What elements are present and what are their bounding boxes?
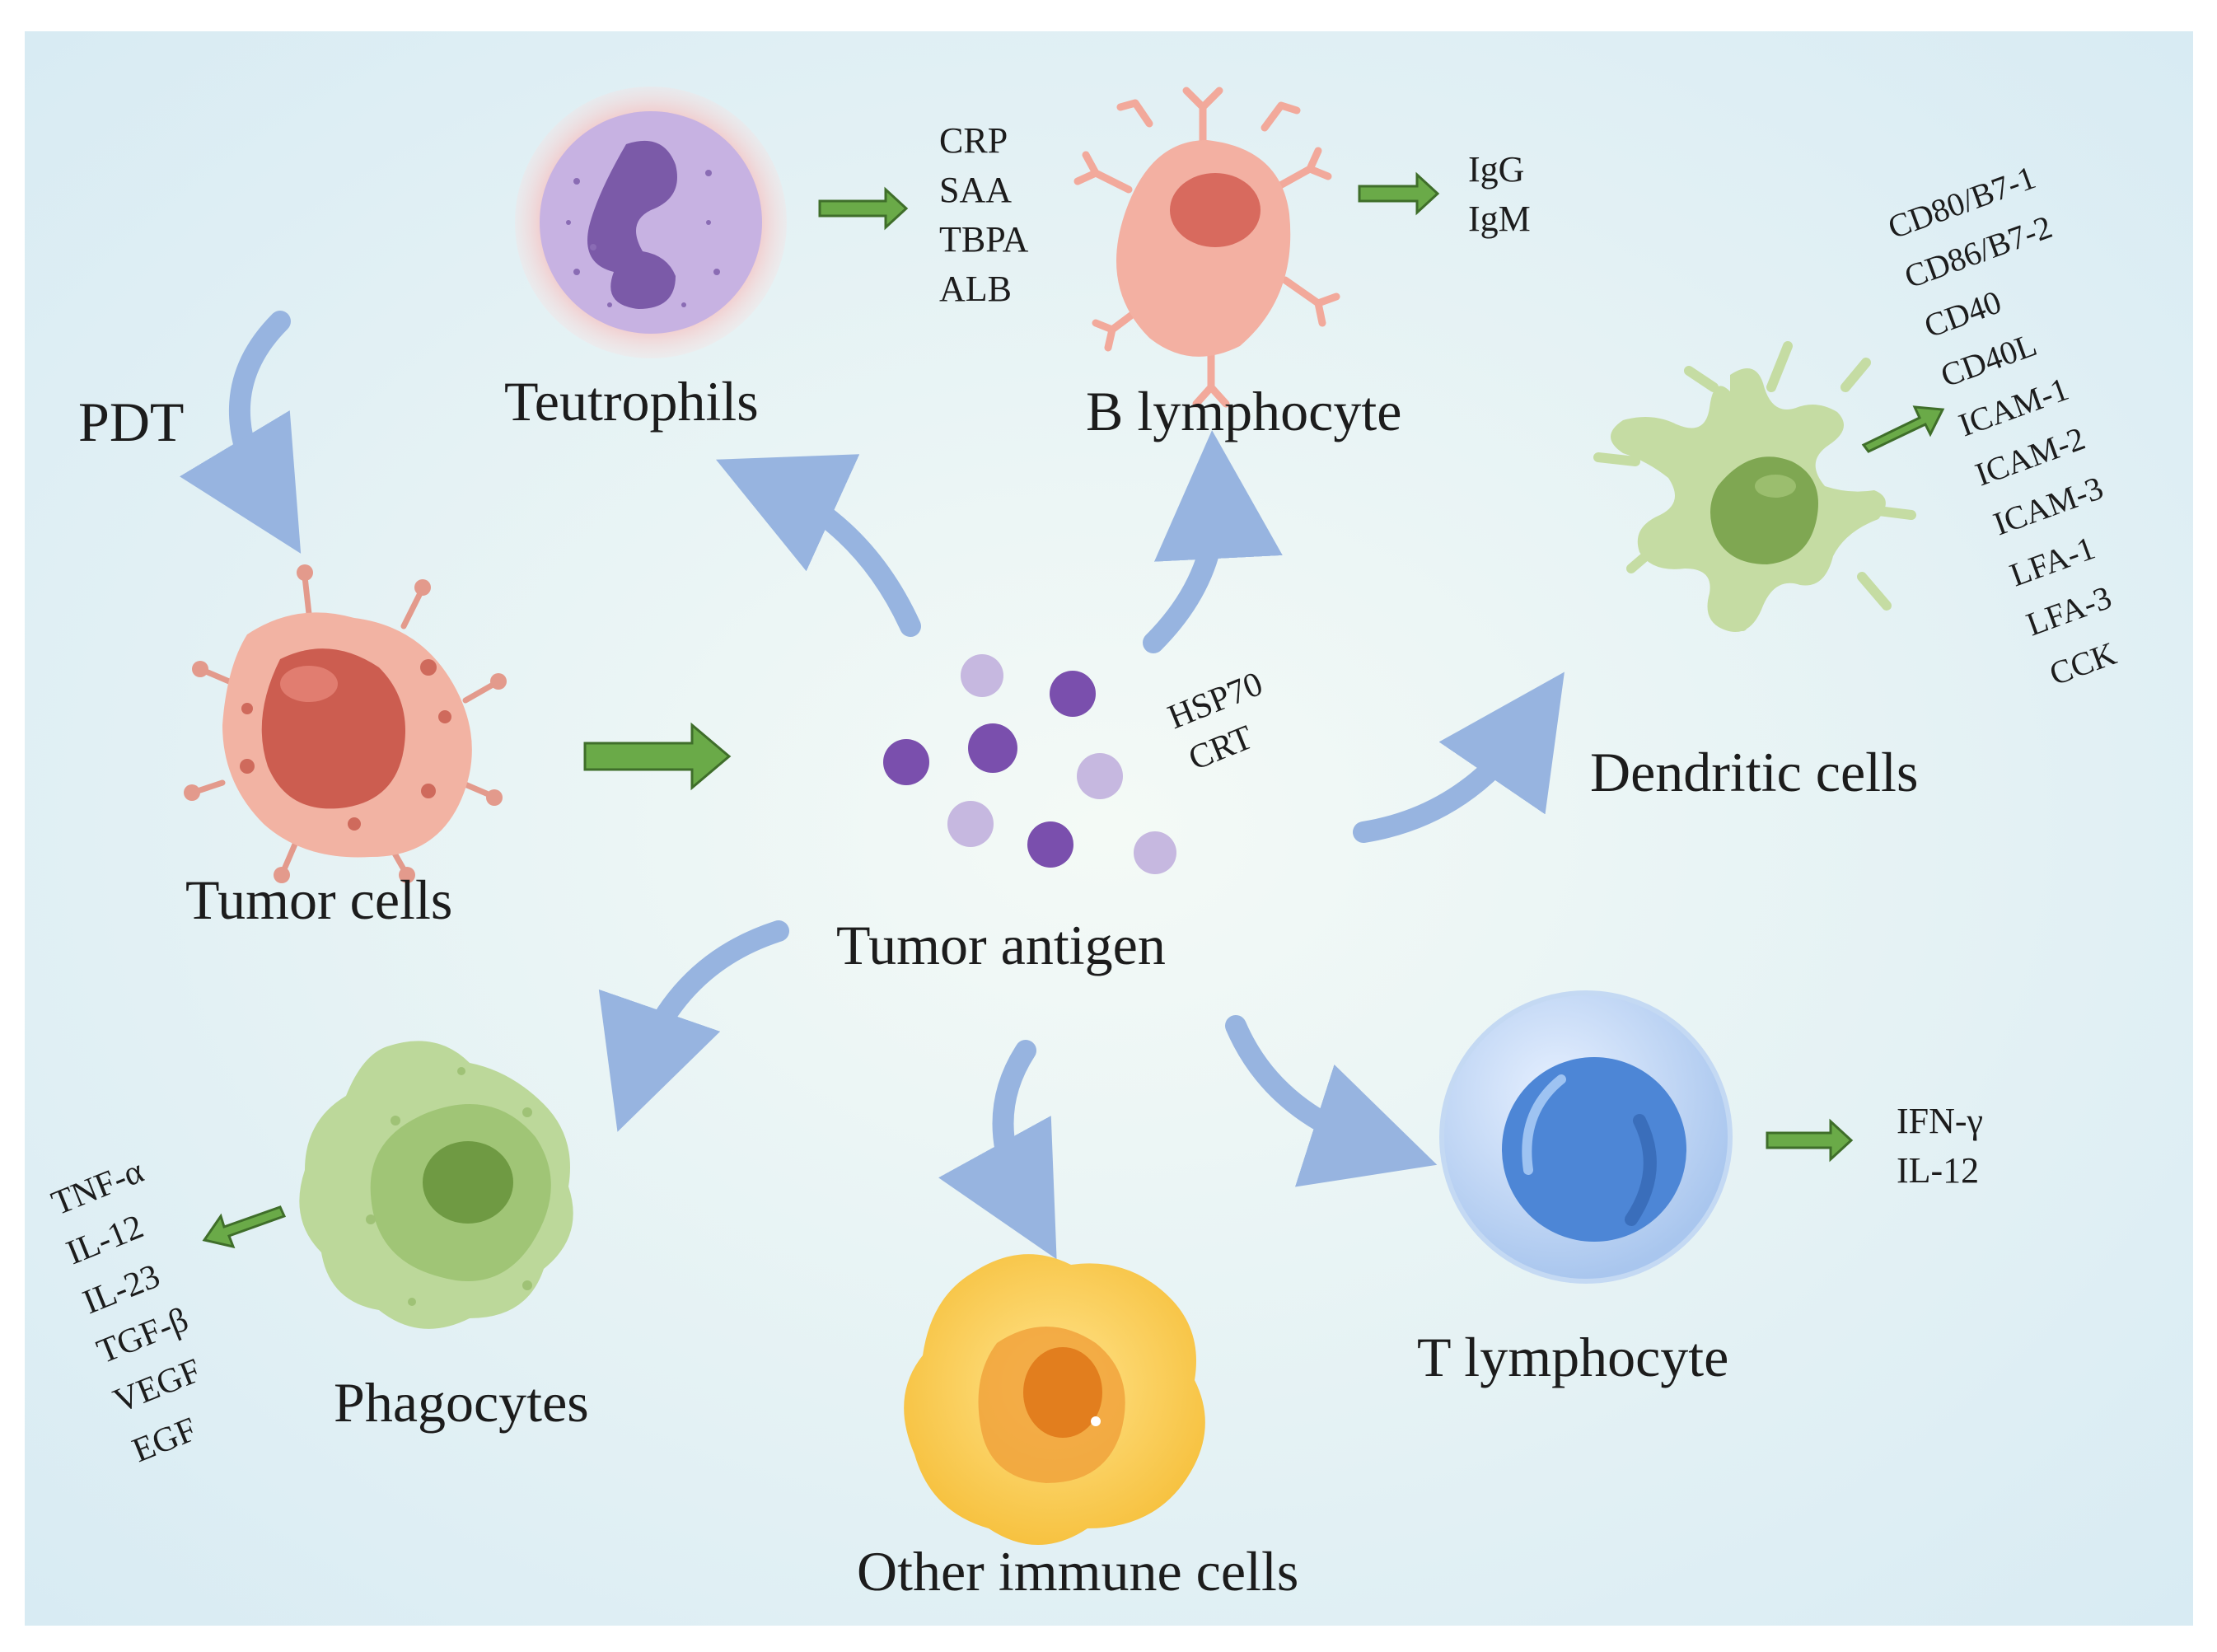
label-tumor-antigen: Tumor antigen [836, 914, 1166, 976]
marker-text: ALB [939, 269, 1012, 309]
flow-arrow-to-dendritic [1353, 672, 1565, 843]
marker-text: CRP [939, 120, 1008, 161]
flow-arrow-to-neutrophils [716, 454, 921, 637]
flow-arrow-to-t-lymphocyte [1225, 1015, 1438, 1187]
tumor-cell [184, 564, 507, 883]
flow-arrow-to-b-lymphocyte [1143, 430, 1283, 653]
flow-arrow-pdt [179, 311, 302, 554]
flow-arrow-to-phagocytes [598, 920, 789, 1132]
phagocyte-cell [299, 1041, 573, 1329]
other-immune-cell [904, 1254, 1205, 1545]
output-arrow-t-lymphocyte [1766, 1118, 1854, 1163]
label-tumor-cells: Tumor cells [185, 868, 452, 931]
marker-text: IgG [1468, 149, 1524, 190]
label-other-immune-cells: Other immune cells [857, 1540, 1298, 1603]
neutrophil-cell [515, 87, 787, 358]
output-arrow-tumor [583, 722, 732, 791]
marker-text: TBPA [939, 219, 1029, 260]
label-pdt: PDT [78, 391, 184, 453]
marker-text: IgM [1468, 199, 1531, 239]
output-arrow-neutrophils [818, 186, 909, 231]
label-phagocytes: Phagocytes [334, 1371, 589, 1434]
dendritic-cell [1593, 341, 1916, 632]
labels: PDT Teutrophils B lymphocyte Tumor cells… [78, 370, 1918, 1603]
marker-text: IFN-γ [1897, 1101, 1983, 1141]
label-b-lymphocyte: B lymphocyte [1086, 380, 1401, 442]
t-lymphocyte-markers: IFN-γ IL-12 [1897, 1101, 1983, 1191]
b-lymphocyte-markers: IgG IgM [1468, 149, 1531, 239]
marker-text: IL-12 [1897, 1150, 1979, 1191]
label-neutrophils: Teutrophils [504, 370, 759, 433]
label-t-lymphocyte: T lymphocyte [1417, 1326, 1728, 1388]
neutrophil-markers: CRP SAA TBPA ALB [939, 120, 1029, 309]
label-dendritic-cells: Dendritic cells [1590, 741, 1918, 803]
flow-arrows [179, 311, 1565, 1260]
t-lymphocyte-cell [1439, 990, 1733, 1284]
flow-arrow-to-other [938, 1040, 1057, 1260]
output-arrows [202, 171, 1945, 1249]
b-lymphocyte-cell [1073, 87, 1340, 408]
output-arrow-dendritic [1861, 405, 1945, 453]
tumor-antigen-particles [883, 654, 1176, 874]
output-arrow-phagocytes [202, 1205, 287, 1249]
output-arrow-b-lymphocyte [1358, 171, 1440, 216]
marker-text: SAA [939, 170, 1012, 210]
